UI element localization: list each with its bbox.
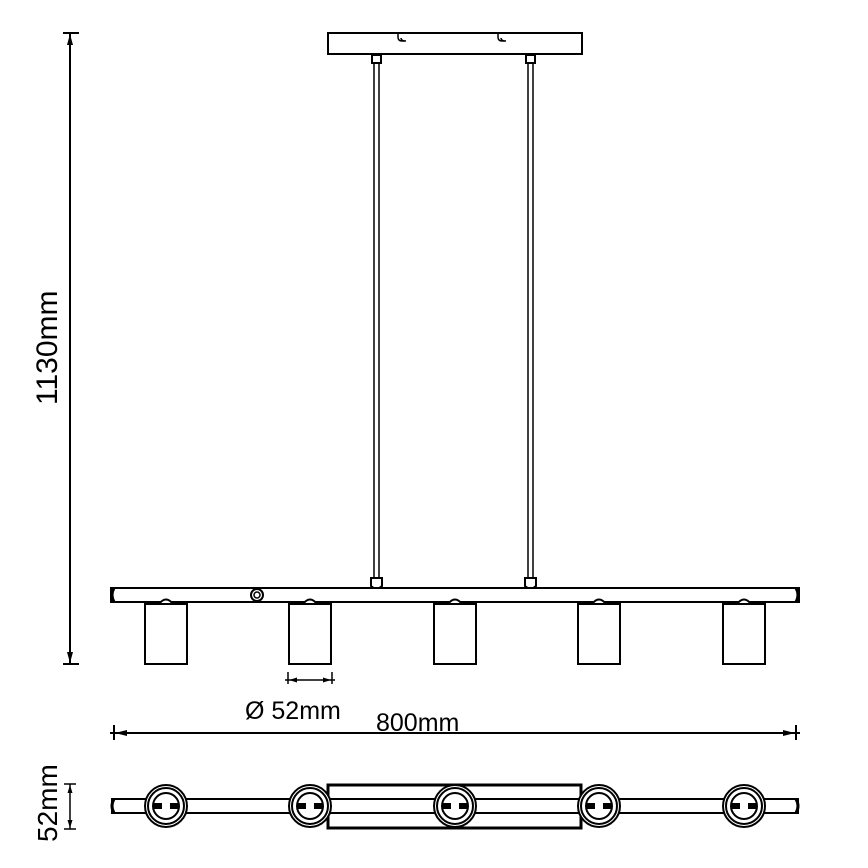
ceiling-canopy	[327, 32, 583, 55]
depth-label: 52mm	[32, 764, 63, 842]
suspension-rod-left	[370, 54, 383, 592]
spot-top-5	[722, 784, 766, 828]
spot-shade-4	[577, 598, 621, 665]
spot-shade-2	[288, 598, 332, 665]
spot-shade-1	[144, 598, 188, 665]
spot-shade-5	[722, 598, 766, 665]
diameter-dimension	[285, 672, 335, 684]
width-dimension	[110, 725, 800, 740]
spot-top-3	[433, 784, 477, 828]
diameter-label: Ø 52mm	[245, 697, 341, 725]
height-dimension	[63, 32, 79, 665]
suspension-rod-right	[524, 54, 537, 592]
spot-top-1	[144, 784, 188, 828]
depth-dimension	[64, 783, 76, 830]
width-label: 800mm	[376, 709, 459, 737]
spot-top-4	[577, 784, 621, 828]
spot-shade-3	[433, 598, 477, 665]
height-label: 1130mm	[31, 291, 64, 406]
spot-top-2	[288, 784, 332, 828]
